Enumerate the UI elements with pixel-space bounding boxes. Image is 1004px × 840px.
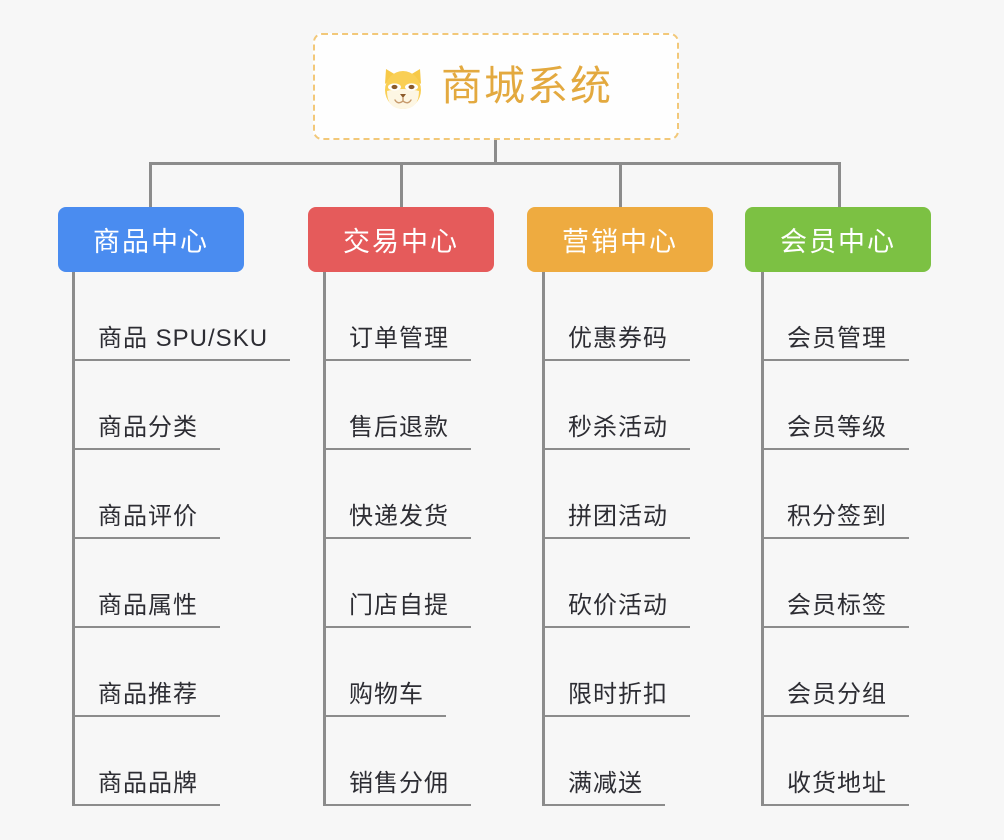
- leaf-spine-1: [72, 272, 75, 806]
- leaf-item-2-4[interactable]: 门店自提: [323, 539, 471, 628]
- leaf-underline: 快递发货: [323, 496, 471, 539]
- leaf-label: 快递发货: [349, 503, 449, 530]
- shiba-dog-face-icon: [379, 63, 427, 111]
- leaf-item-3-3[interactable]: 拼团活动: [542, 450, 690, 539]
- category-box-1[interactable]: 商品中心: [58, 207, 244, 272]
- category-box-2[interactable]: 交易中心: [308, 207, 494, 272]
- leaf-label: 会员管理: [787, 325, 887, 352]
- leaf-item-4-2[interactable]: 会员等级: [761, 361, 909, 450]
- leaf-label: 商品属性: [98, 592, 198, 619]
- leaf-underline: 商品分类: [72, 407, 220, 450]
- leaf-label: 订单管理: [349, 325, 449, 352]
- category-label-1: 商品中心: [93, 227, 209, 257]
- leaf-underline: 商品品牌: [72, 763, 220, 806]
- leaf-item-1-6[interactable]: 商品品牌: [72, 717, 220, 806]
- category-box-4[interactable]: 会员中心: [745, 207, 931, 272]
- leaf-item-2-3[interactable]: 快递发货: [323, 450, 471, 539]
- leaf-item-1-3[interactable]: 商品评价: [72, 450, 220, 539]
- leaf-item-3-1[interactable]: 优惠券码: [542, 272, 690, 361]
- root-title: 商城系统: [441, 63, 613, 109]
- leaf-label: 积分签到: [787, 503, 887, 530]
- leaf-item-2-2[interactable]: 售后退款: [323, 361, 471, 450]
- leaf-underline: 门店自提: [323, 585, 471, 628]
- leaf-label: 购物车: [349, 681, 424, 708]
- leaf-item-4-6[interactable]: 收货地址: [761, 717, 909, 806]
- leaf-spine-4: [761, 272, 764, 806]
- leaf-item-3-6[interactable]: 满减送: [542, 717, 665, 806]
- leaf-underline: 优惠券码: [542, 318, 690, 361]
- leaf-underline: 售后退款: [323, 407, 471, 450]
- leaf-label: 商品 SPU/SKU: [98, 325, 269, 352]
- leaf-underline: 积分签到: [761, 496, 909, 539]
- leaf-label: 门店自提: [349, 592, 449, 619]
- connector-horizontal-bus: [149, 162, 840, 165]
- leaf-item-1-2[interactable]: 商品分类: [72, 361, 220, 450]
- leaf-label: 商品推荐: [98, 681, 198, 708]
- leaf-underline: 订单管理: [323, 318, 471, 361]
- leaf-underline: 秒杀活动: [542, 407, 690, 450]
- leaf-label: 售后退款: [349, 414, 449, 441]
- leaf-item-3-2[interactable]: 秒杀活动: [542, 361, 690, 450]
- leaf-label: 销售分佣: [349, 770, 449, 797]
- leaf-label: 砍价活动: [568, 592, 668, 619]
- leaf-underline: 商品 SPU/SKU: [72, 318, 291, 361]
- leaf-underline: 砍价活动: [542, 585, 690, 628]
- leaf-item-1-4[interactable]: 商品属性: [72, 539, 220, 628]
- connector-drop-3: [619, 162, 622, 208]
- connector-root-stem: [494, 140, 497, 164]
- category-label-3: 营销中心: [562, 227, 678, 257]
- connector-drop-2: [400, 162, 403, 208]
- leaf-item-1-5[interactable]: 商品推荐: [72, 628, 220, 717]
- leaf-item-3-4[interactable]: 砍价活动: [542, 539, 690, 628]
- leaf-label: 商品分类: [98, 414, 198, 441]
- leaf-label: 收货地址: [787, 770, 887, 797]
- leaf-label: 商品品牌: [98, 770, 198, 797]
- leaf-label: 会员分组: [787, 681, 887, 708]
- leaf-underline: 商品属性: [72, 585, 220, 628]
- connector-drop-4: [838, 162, 841, 208]
- leaf-item-1-1[interactable]: 商品 SPU/SKU: [72, 272, 291, 361]
- category-box-3[interactable]: 营销中心: [527, 207, 713, 272]
- leaf-underline: 限时折扣: [542, 674, 690, 717]
- leaf-item-4-1[interactable]: 会员管理: [761, 272, 909, 361]
- leaf-spine-3: [542, 272, 545, 806]
- leaf-underline: 会员等级: [761, 407, 909, 450]
- leaf-item-4-5[interactable]: 会员分组: [761, 628, 909, 717]
- leaf-underline: 会员分组: [761, 674, 909, 717]
- leaf-label: 会员标签: [787, 592, 887, 619]
- leaf-spine-2: [323, 272, 326, 806]
- leaf-item-2-1[interactable]: 订单管理: [323, 272, 471, 361]
- leaf-underline: 会员标签: [761, 585, 909, 628]
- category-label-4: 会员中心: [780, 227, 896, 257]
- leaf-label: 优惠券码: [568, 325, 668, 352]
- leaf-underline: 收货地址: [761, 763, 909, 806]
- root-node-商城系统[interactable]: 商城系统: [313, 33, 679, 140]
- leaf-underline: 满减送: [542, 763, 665, 806]
- leaf-item-2-6[interactable]: 销售分佣: [323, 717, 471, 806]
- leaf-item-2-5[interactable]: 购物车: [323, 628, 446, 717]
- leaf-underline: 购物车: [323, 674, 446, 717]
- leaf-item-4-3[interactable]: 积分签到: [761, 450, 909, 539]
- leaf-item-4-4[interactable]: 会员标签: [761, 539, 909, 628]
- leaf-label: 商品评价: [98, 503, 198, 530]
- leaf-item-3-5[interactable]: 限时折扣: [542, 628, 690, 717]
- leaf-label: 满减送: [568, 770, 643, 797]
- leaf-underline: 商品推荐: [72, 674, 220, 717]
- leaf-underline: 会员管理: [761, 318, 909, 361]
- category-label-2: 交易中心: [343, 227, 459, 257]
- leaf-label: 秒杀活动: [568, 414, 668, 441]
- leaf-underline: 商品评价: [72, 496, 220, 539]
- leaf-underline: 拼团活动: [542, 496, 690, 539]
- leaf-underline: 销售分佣: [323, 763, 471, 806]
- leaf-label: 拼团活动: [568, 503, 668, 530]
- leaf-label: 限时折扣: [568, 681, 668, 708]
- connector-drop-1: [149, 162, 152, 208]
- leaf-label: 会员等级: [787, 414, 887, 441]
